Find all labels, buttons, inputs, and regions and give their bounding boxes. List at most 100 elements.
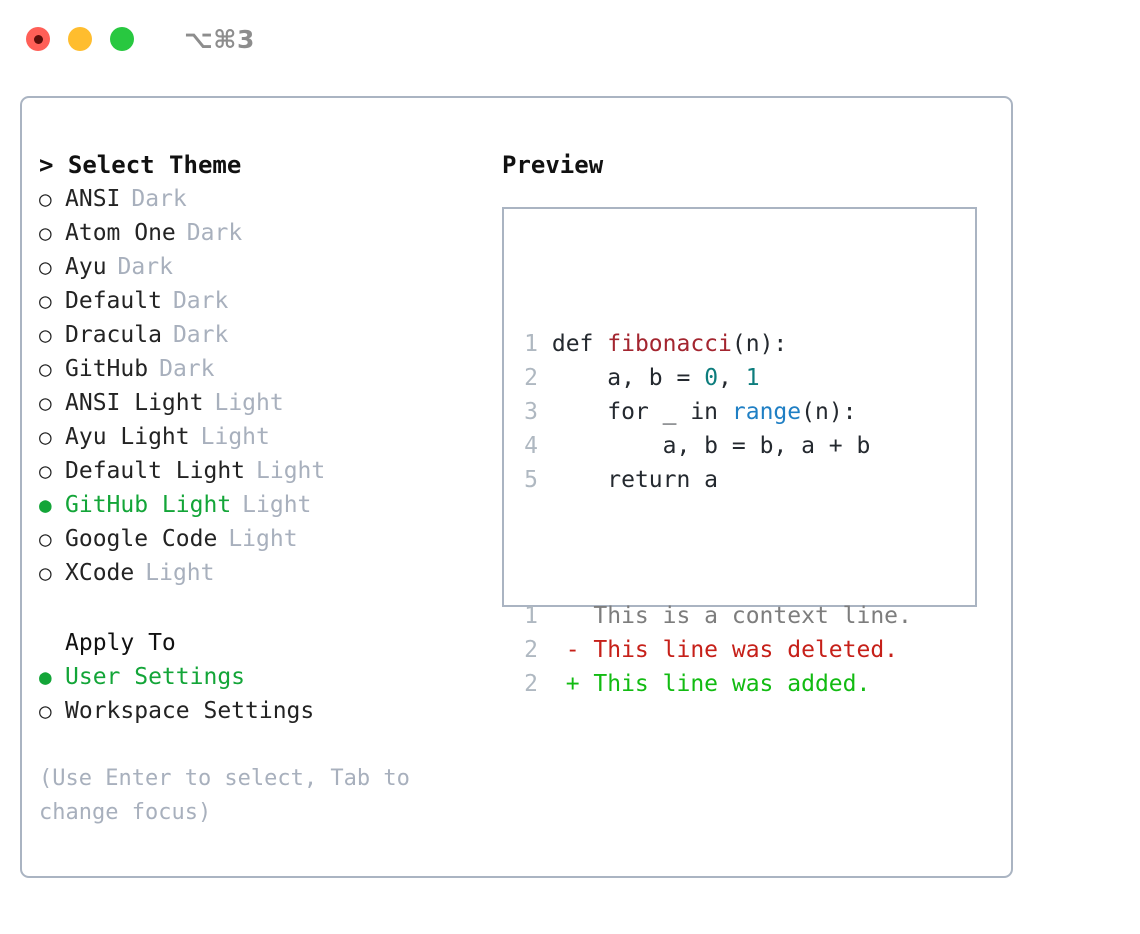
theme-variant-label: Light	[242, 492, 312, 518]
diff-lines: 1 This is a context line.2 - This line w…	[516, 599, 912, 701]
radio-unselected-icon: ○	[39, 221, 52, 245]
theme-option-dracula[interactable]: ○ Dracula Dark	[39, 318, 489, 352]
radio-unselected-icon: ○	[39, 255, 52, 279]
theme-variant-label: Dark	[117, 254, 173, 280]
theme-variant-label: Dark	[159, 356, 215, 382]
theme-option-label: GitHub	[65, 356, 149, 382]
apply-to-option-label: User Settings	[65, 664, 246, 690]
apply-to-section: Apply To ● User Settings ○ Workspace Settin…	[39, 626, 489, 728]
code-line: 5 return a	[516, 463, 912, 497]
apply-to-option-user-settings[interactable]: ● User Settings	[39, 660, 489, 694]
line-number: 2	[524, 637, 538, 663]
theme-variant-label: Light	[228, 526, 298, 552]
keyboard-hint-text: (Use Enter to select, Tab to change focu…	[39, 766, 410, 825]
theme-variant-label: Dark	[131, 186, 187, 212]
theme-variant-label: Light	[256, 458, 326, 484]
code-line: 2 a, b = 0, 1	[516, 361, 912, 395]
code-token: for _ in	[551, 399, 732, 425]
theme-option-label: Default	[65, 288, 162, 314]
line-number: 2	[524, 671, 538, 697]
theme-option-ayu-light[interactable]: ○ Ayu Light Light	[39, 420, 489, 454]
keyboard-shortcut-label: ⌥⌘3	[184, 24, 255, 54]
theme-option-label: Dracula	[65, 322, 162, 348]
theme-option-label: Default Light	[65, 458, 246, 484]
theme-option-label: ANSI Light	[65, 390, 204, 416]
code-token: def	[551, 331, 608, 357]
line-number: 2	[524, 365, 538, 391]
code-token: 1	[745, 365, 760, 391]
theme-option-default[interactable]: ○ Default Dark	[39, 284, 489, 318]
diff-line-add: 2 + This line was added.	[516, 667, 912, 701]
radio-selected-icon: ●	[39, 665, 52, 689]
code-token: fibonacci	[607, 331, 732, 357]
theme-option-label: Ayu Light	[65, 424, 190, 450]
code-token: return a	[551, 467, 719, 493]
apply-to-option-label: Workspace Settings	[65, 698, 315, 724]
theme-option-github[interactable]: ○ GitHub Dark	[39, 352, 489, 386]
theme-option-label: GitHub Light	[65, 492, 232, 518]
theme-option-ansi[interactable]: ○ ANSI Dark	[39, 182, 489, 216]
radio-unselected-icon: ○	[39, 699, 52, 723]
code-token: a, b = b, a + b	[551, 433, 871, 459]
radio-selected-icon: ●	[39, 493, 52, 517]
code-token: ,	[718, 365, 746, 391]
diff-text: - This line was deleted.	[538, 637, 899, 663]
diff-text: This is a context line.	[538, 603, 912, 629]
theme-option-github-light[interactable]: ● GitHub Light Light	[39, 488, 489, 522]
theme-variant-label: Light	[145, 560, 215, 586]
theme-option-ansi-light[interactable]: ○ ANSI Light Light	[39, 386, 489, 420]
radio-unselected-icon: ○	[39, 425, 52, 449]
diff-line-del: 2 - This line was deleted.	[516, 633, 912, 667]
theme-option-atom-one[interactable]: ○ Atom One Dark	[39, 216, 489, 250]
theme-option-google-code[interactable]: ○ Google Code Light	[39, 522, 489, 556]
preview-title: Preview	[502, 151, 604, 179]
radio-unselected-icon: ○	[39, 187, 52, 211]
close-window-icon[interactable]	[26, 27, 50, 51]
radio-unselected-icon: ○	[39, 289, 52, 313]
code-token: (n):	[801, 399, 857, 425]
code-token: 0	[704, 365, 719, 391]
preview-column: Preview 1 def fibonacci(n):2 a, b = 0, 1…	[502, 148, 992, 697]
apply-to-option-list[interactable]: ● User Settings ○ Workspace Settings	[39, 660, 489, 728]
theme-variant-label: Light	[214, 390, 284, 416]
title-bar: ⌥⌘3	[0, 0, 1140, 78]
theme-option-label: ANSI	[65, 186, 121, 212]
window-controls	[26, 27, 134, 51]
line-number: 1	[524, 603, 538, 629]
radio-unselected-icon: ○	[39, 357, 52, 381]
minimize-window-icon[interactable]	[68, 27, 92, 51]
apply-to-option-workspace-settings[interactable]: ○ Workspace Settings	[39, 694, 489, 728]
line-number: 5	[524, 467, 538, 493]
maximize-window-icon[interactable]	[110, 27, 134, 51]
radio-unselected-icon: ○	[39, 323, 52, 347]
theme-variant-label: Light	[200, 424, 270, 450]
radio-unselected-icon: ○	[39, 561, 52, 585]
code-line: 4 a, b = b, a + b	[516, 429, 912, 463]
theme-option-label: XCode	[65, 560, 135, 586]
theme-option-label: Google Code	[65, 526, 218, 552]
theme-variant-label: Dark	[186, 220, 243, 246]
code-line: 1 def fibonacci(n):	[516, 327, 912, 361]
theme-variant-label: Dark	[172, 322, 229, 348]
theme-option-xcode[interactable]: ○ XCode Light	[39, 556, 489, 590]
radio-unselected-icon: ○	[39, 527, 52, 551]
theme-option-label: Atom One	[65, 220, 176, 246]
theme-variant-label: Dark	[172, 288, 229, 314]
theme-option-label: Ayu	[65, 254, 107, 280]
radio-unselected-icon: ○	[39, 391, 52, 415]
code-token: range	[731, 399, 802, 425]
diff-text: + This line was added.	[538, 671, 871, 697]
diff-line-ctx: 1 This is a context line.	[516, 599, 912, 633]
theme-option-default-light[interactable]: ○ Default Light Light	[39, 454, 489, 488]
theme-option-ayu[interactable]: ○ Ayu Dark	[39, 250, 489, 284]
code-token: (n):	[731, 331, 788, 357]
radio-unselected-icon: ○	[39, 459, 52, 483]
apply-to-title: Apply To	[65, 630, 176, 656]
